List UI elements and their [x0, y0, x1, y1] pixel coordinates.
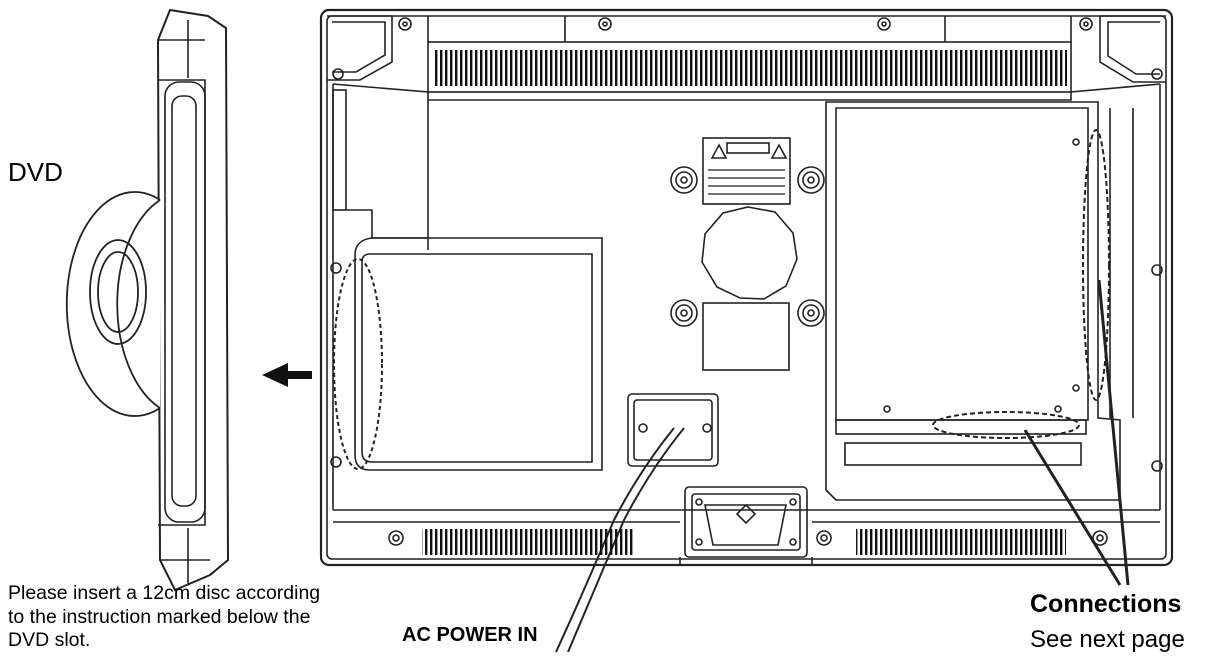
ac-power-label: AC POWER IN: [402, 624, 538, 646]
main-board-cover: [825, 101, 1134, 586]
rating-plate: [702, 302, 790, 371]
insert-arrow-icon: [262, 363, 312, 387]
dvd-disc: [65, 191, 161, 417]
connections-subtitle: See next page: [1030, 626, 1185, 653]
caution-label: [702, 137, 791, 205]
tv-rear-panel: [319, 8, 1174, 567]
dvd-board-cover: [333, 237, 603, 471]
center-opening: [701, 206, 798, 300]
tv-side-profile: [156, 8, 230, 592]
bottom-section: [333, 486, 1160, 565]
connections-title: Connections: [1030, 590, 1182, 618]
disc-insert-note: Please insert a 12cm disc according to t…: [8, 582, 321, 651]
wall-mount-screws: [670, 166, 825, 327]
dvd-label: DVD: [8, 157, 63, 187]
ac-inlet: [555, 393, 719, 653]
